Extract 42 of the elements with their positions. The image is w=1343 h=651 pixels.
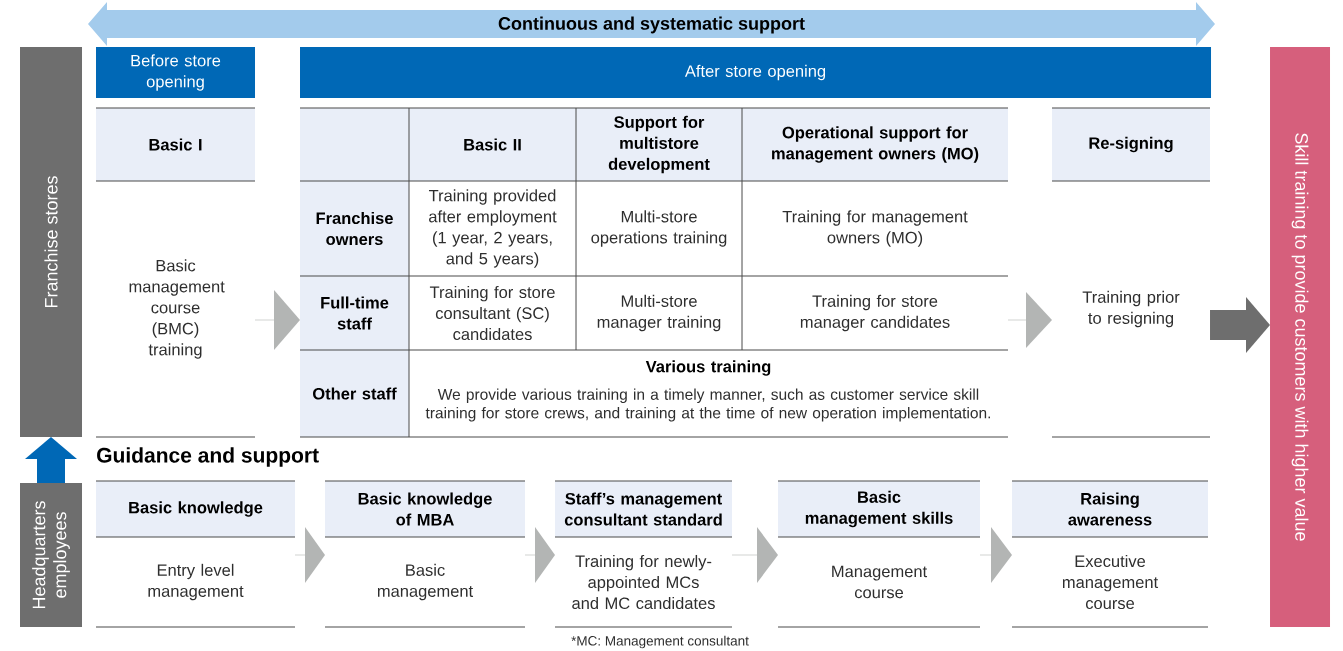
chevron-arrow [1007,292,1052,348]
column-text: Training for newly-appointed MCs and MC candidates [572,554,715,610]
chevron-arrow [731,527,778,583]
column-heading: Basic II [464,138,521,151]
chevron-arrow [254,290,300,350]
table-text: Training provided after employment (1 year, 2 years, and 5 years) [429,189,557,268]
column-heading: Basic knowledge of MBA [358,492,492,526]
block-arrow [25,437,77,483]
column-text: Training prior to resigning [1082,290,1180,328]
chevron-arrow [294,527,325,583]
table-text: Multi-store manager training [597,294,721,332]
table-heading: Various training [645,360,771,376]
chevron-arrow [979,527,1012,583]
column-text: Executive management course [1062,554,1159,610]
double-arrow-band: Continuous and systematic support [88,2,1215,46]
column-heading: Raising awareness [1068,492,1152,526]
side-bar: Franchise stores [20,47,82,437]
table-text: We provide various training in a timely manner, such as customer service skill training for store crews, and training at the time of new operation implementation. [425,388,990,422]
side-bar: Skill training to provide customers with higher value [1270,47,1330,627]
chevron-arrow [524,527,555,583]
column-text: Basic management [377,563,474,601]
column-text: Management course [832,565,928,599]
column-heading: Basic management skills [805,490,953,528]
column-heading: Basic knowledge [129,501,263,517]
side-bar: Headquarters employees [20,483,82,627]
column-heading: Staff’s management consultant standard [564,492,722,526]
row-heading: Full-time staff [321,296,389,330]
row-heading: Other staff [313,387,397,400]
table-text: Training for management owners (MO) [782,210,968,247]
phase-header: After store opening [300,47,1211,98]
column-heading: Support for multistore development [608,115,710,174]
footnote: *MC: Management consultant [571,635,749,649]
block-arrow [1210,297,1270,353]
column-text: Entry level management [148,563,244,601]
section-heading: Guidance and support [97,447,319,467]
column-heading: Operational support for management owners (MO) [772,126,979,163]
table-text: Training for store consultant (SC) candidates [429,285,555,341]
column-text: Basic management course (BMC) training [129,259,225,359]
row-heading: Franchise owners [316,211,393,246]
phase-header: Before store opening [96,47,255,98]
table-text: Multi-store operations training [591,210,727,247]
table-text: Training for store manager candidates [800,294,950,332]
